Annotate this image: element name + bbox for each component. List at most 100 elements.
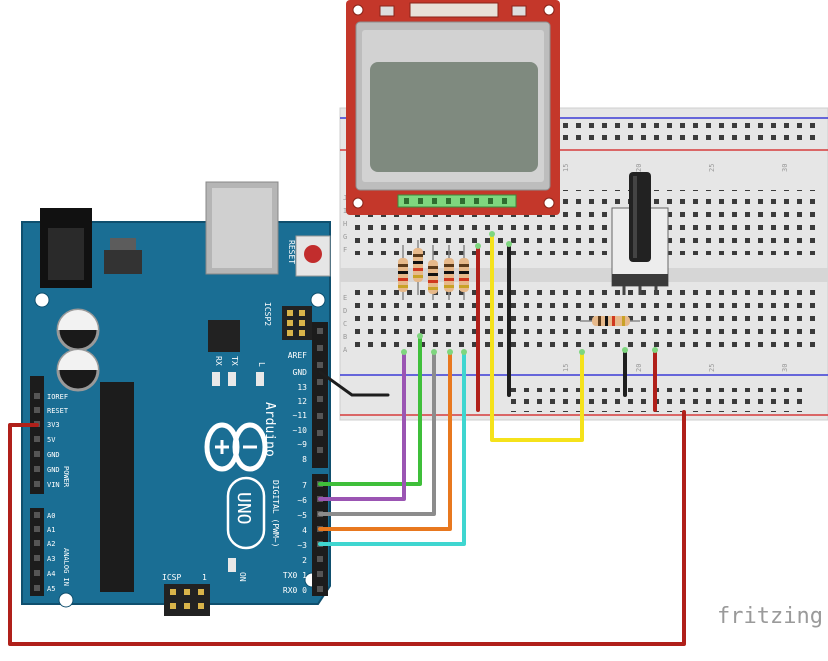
rx-tx-leds	[212, 372, 264, 386]
uno-label: UNO	[233, 492, 254, 525]
wire-gray-pin5	[318, 350, 436, 516]
pin-label-reset: RESET	[47, 407, 69, 415]
pin-label-aref: AREF	[288, 351, 307, 360]
wires	[8, 231, 686, 646]
pin-label-ioref: IOREF	[47, 393, 68, 401]
pin-label-a5: A5	[47, 585, 55, 593]
dc-power-jack	[40, 208, 92, 288]
pin-label-rx: RX0 0	[283, 586, 307, 595]
usb-interface-chip	[208, 320, 240, 352]
fritzing-watermark: fritzing	[717, 604, 823, 629]
board-mount-hole-3	[58, 592, 74, 608]
pin-label-7: 7	[302, 481, 307, 490]
wire-cyan-pin3	[318, 350, 466, 546]
pin-label-13: 13	[297, 383, 307, 392]
resistor-3	[428, 245, 438, 300]
row-letter-h: H	[343, 220, 347, 228]
row-letter-j: J	[343, 194, 347, 202]
pin-label-a3: A3	[47, 555, 55, 563]
pin-label-gnd-top: GND	[293, 368, 308, 377]
arduino-uno-board: RESET ICSP2 RX TX L	[21, 181, 331, 616]
column-number-25: 25	[708, 164, 716, 172]
row-letter-f: F	[343, 246, 347, 254]
pin-label-2: 2	[302, 556, 307, 565]
icsp-header	[164, 584, 210, 616]
wire-purple-pin6	[318, 350, 406, 501]
arduino-brand: Arduino	[262, 402, 277, 457]
pin-label-3v3: 3V3	[47, 421, 60, 429]
analog-header	[30, 508, 44, 596]
lower-terminal-strip	[355, 290, 820, 355]
rx-label: RX	[214, 356, 223, 366]
pin-label-tx: TX0 1	[283, 571, 307, 580]
lcd-mount-hole-br	[543, 197, 555, 209]
pin-label-8: 8	[302, 455, 307, 464]
column-number-15-bottom: 15	[562, 364, 570, 372]
resistor-5	[459, 245, 469, 300]
lcd-mount-hole-tr	[543, 4, 555, 16]
lcd-mount-hole-bl	[352, 197, 364, 209]
resistor-array	[398, 240, 640, 326]
pin-label-10: ~10	[293, 426, 308, 435]
voltage-regulator	[104, 238, 142, 274]
wire-yellow-contrast	[490, 232, 584, 442]
pin-label-3: ~3	[297, 541, 307, 550]
pin-label-11: ~11	[293, 411, 308, 420]
wire-orange-pin4	[318, 350, 452, 531]
icsp-label: ICSP	[162, 573, 181, 582]
wire-green-pin7	[318, 334, 422, 486]
row-letter-b: B	[343, 333, 347, 341]
icsp2-header	[282, 306, 312, 340]
row-letter-c: C	[343, 320, 347, 328]
pin-label-5v: 5V	[47, 436, 56, 444]
lcd-module	[346, 0, 560, 215]
resistor-2	[413, 240, 423, 295]
row-letter-a: A	[343, 346, 348, 354]
pin-label-a0: A0	[47, 512, 55, 520]
reset-button[interactable]	[295, 235, 331, 277]
power-label: POWER	[62, 466, 70, 488]
pin-label-a2: A2	[47, 540, 55, 548]
column-number-15: 15	[562, 164, 570, 172]
board-mount-hole-2	[310, 292, 326, 308]
pin-label-6: ~6	[297, 496, 307, 505]
pin-label-4: 4	[302, 526, 307, 535]
resistor-1	[398, 245, 408, 300]
lcd-top-header	[409, 2, 499, 18]
resistor-4	[444, 245, 454, 300]
lcd-screen	[370, 62, 538, 172]
arduino-logo	[204, 422, 268, 472]
pin-label-gnd-1: GND	[47, 451, 60, 459]
l-led-label: L	[257, 362, 266, 367]
power-header	[30, 376, 44, 494]
analog-in-label: ANALOG IN	[62, 548, 70, 586]
pin-label-a4: A4	[47, 570, 55, 578]
capacitor-2	[56, 348, 100, 392]
row-letter-e: E	[343, 294, 347, 302]
uno-badge: UNO	[226, 476, 266, 550]
pin-label-a1: A1	[47, 526, 55, 534]
column-number-20-bottom: 20	[635, 364, 643, 372]
wire-red-3v3	[8, 410, 686, 646]
row-letter-g: G	[343, 233, 347, 241]
capacitor-1	[56, 308, 100, 352]
potentiometer[interactable]	[611, 172, 669, 295]
tx-label: TX	[230, 356, 239, 366]
reset-label: RESET	[287, 240, 296, 264]
icsp2-label: ICSP2	[263, 302, 272, 326]
wire-black-gnd	[318, 370, 390, 397]
board-mount-hole-1	[34, 292, 50, 308]
on-led	[228, 558, 236, 572]
pin-label-12: 12	[297, 397, 307, 406]
digital-header-top	[312, 322, 328, 468]
column-number-25-bottom: 25	[708, 364, 716, 372]
lcd-mount-hole-tl	[352, 4, 364, 16]
lcd-pin-header	[397, 194, 517, 208]
icsp-pin1-marker: 1	[202, 573, 207, 582]
potentiometer-knob[interactable]	[629, 172, 651, 262]
column-number-30: 30	[781, 164, 789, 172]
digital-pwm-label: DIGITAL (PWM~)	[271, 480, 280, 547]
usb-port	[205, 181, 279, 275]
pin-label-5: ~5	[297, 511, 307, 520]
